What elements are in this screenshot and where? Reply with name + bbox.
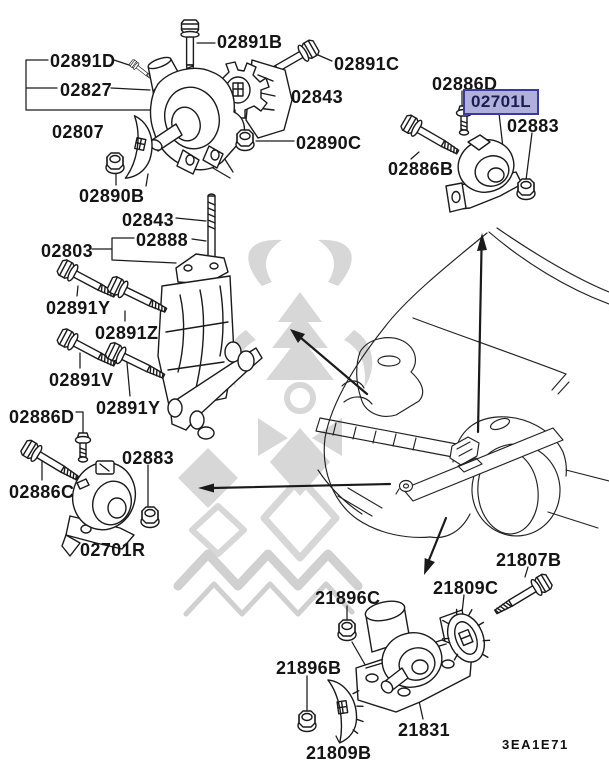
part-label-02843-stud[interactable]: 02843 (122, 210, 175, 230)
part-label-02891y-2[interactable]: 02891Y (96, 398, 161, 418)
arrow-down (424, 516, 448, 575)
nut-icon-21896b (297, 710, 317, 733)
mounting-bracket-drawing (55, 193, 263, 440)
part-label-02886d-left[interactable]: 02886D (9, 407, 75, 427)
part-label-21896c[interactable]: 21896C (315, 588, 381, 608)
part-label-02891d[interactable]: 02891D (50, 51, 116, 71)
nut-icon-02890b (105, 152, 125, 175)
diagram-code: 3EA1E71 (502, 737, 569, 752)
part-label-02888[interactable]: 02888 (136, 230, 189, 250)
part-label-02701l-highlighted[interactable]: 02701L (463, 89, 540, 115)
part-label-02701r[interactable]: 02701R (80, 540, 146, 560)
part-label-02883-left[interactable]: 02883 (122, 448, 175, 468)
engine-mount-left-drawing (18, 432, 160, 557)
part-label-02891c[interactable]: 02891C (334, 54, 400, 74)
nut-icon-02890c (235, 129, 255, 152)
part-label-02890b[interactable]: 02890B (79, 186, 145, 206)
part-label-21896b[interactable]: 21896B (276, 658, 342, 678)
part-label-02891v[interactable]: 02891V (49, 370, 114, 390)
part-label-02890c[interactable]: 02890C (296, 133, 362, 153)
nut-icon-02883-top (516, 178, 536, 201)
part-label-02891z[interactable]: 02891Z (95, 323, 159, 343)
part-label-02803[interactable]: 02803 (41, 241, 94, 261)
part-label-02886b[interactable]: 02886B (388, 159, 454, 179)
shield-icon-02890b (124, 115, 153, 179)
part-label-02886d-top[interactable]: 02886D (432, 74, 498, 94)
part-label-21809b[interactable]: 21809B (306, 743, 372, 763)
rear-mount-assembly-drawing (297, 571, 555, 744)
part-label-21831[interactable]: 21831 (398, 720, 451, 740)
part-label-21809c[interactable]: 21809C (433, 578, 499, 598)
nut-icon-21896c (337, 619, 357, 642)
bolt-icon-02891y-1 (55, 257, 120, 304)
watermark-emblem (173, 239, 373, 617)
part-label-02883-top[interactable]: 02883 (507, 116, 560, 136)
arrow-up-left (290, 329, 369, 396)
pointer-arrows (198, 233, 487, 575)
arrow-left (198, 482, 392, 493)
bolt-icon-02886b (398, 112, 463, 161)
alternator-assembly-drawing (105, 19, 322, 179)
leader-lines (25, 42, 533, 743)
engine-mount-right-drawing (398, 105, 536, 213)
bolt-icon-02886c (18, 437, 83, 487)
rotor-icon-21809c (441, 608, 491, 663)
nut-icon-02883-left (140, 506, 160, 529)
part-label-02891y-1[interactable]: 02891Y (46, 298, 111, 318)
car-body-sketch (315, 227, 609, 539)
bolt-icon-21807b (490, 571, 555, 621)
part-label-21807b[interactable]: 21807B (496, 550, 562, 570)
part-label-02807[interactable]: 02807 (52, 122, 105, 142)
arrow-up (476, 233, 487, 434)
part-label-02886c[interactable]: 02886C (9, 482, 75, 502)
shield-icon-21809b (327, 679, 364, 744)
part-label-02891b[interactable]: 02891B (217, 32, 283, 52)
part-label-02843-top[interactable]: 02843 (291, 87, 344, 107)
part-label-02827[interactable]: 02827 (60, 80, 113, 100)
bolt-icon-02886d-left (74, 432, 92, 463)
